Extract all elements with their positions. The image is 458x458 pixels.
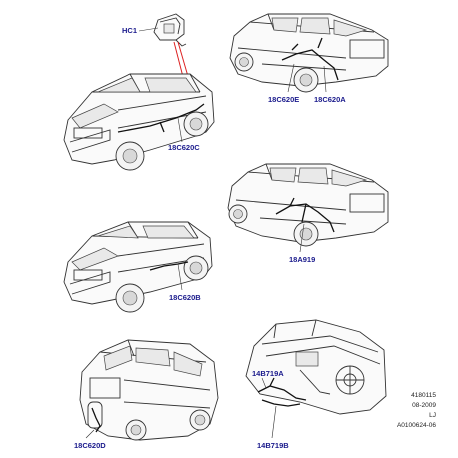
c620c-leader-line bbox=[177, 117, 183, 143]
vehicle-rear-view-3 bbox=[79, 339, 219, 441]
vehicle-rear-view-2 bbox=[227, 163, 389, 247]
callout-hc1: HC1 bbox=[122, 26, 137, 35]
vehicle-front-view-2 bbox=[63, 221, 213, 313]
callout-18c620d: 18C620D bbox=[74, 441, 106, 450]
callout-18c620a: 18C620A bbox=[314, 95, 346, 104]
a919-leader-line bbox=[299, 223, 305, 253]
c620d-leader-line bbox=[85, 429, 95, 439]
c620b-leader-line bbox=[177, 263, 183, 291]
hc1-component-detail bbox=[153, 13, 187, 47]
c620a-leader-line bbox=[323, 65, 327, 93]
callout-18c620c: 18C620C bbox=[168, 143, 200, 152]
revision-date: 08-2009 bbox=[412, 402, 436, 409]
vehicle-rear-view-1 bbox=[229, 13, 389, 93]
callout-18c620e: 18C620E bbox=[268, 95, 299, 104]
c620e-leader-line bbox=[287, 63, 295, 93]
vehicle-front-view-1 bbox=[63, 73, 215, 171]
callout-18a919: 18A919 bbox=[289, 255, 315, 264]
callout-14b719b: 14B719B bbox=[257, 441, 289, 450]
callout-14b719a: 14B719A bbox=[252, 369, 284, 378]
drawing-code: A0100624-06 bbox=[396, 422, 436, 429]
callout-18c620b: 18C620B bbox=[169, 293, 201, 302]
b719b-leader-line bbox=[271, 405, 277, 439]
instrument-panel-view bbox=[245, 319, 387, 415]
ref-number: 4180115 bbox=[411, 392, 436, 399]
reference-info-block: 4180115 08-2009 LJ A0100624-06 bbox=[346, 391, 436, 431]
hc1-leader-line bbox=[138, 27, 159, 32]
author-initials: LJ bbox=[429, 412, 436, 419]
b719a-leader-line bbox=[261, 377, 267, 389]
